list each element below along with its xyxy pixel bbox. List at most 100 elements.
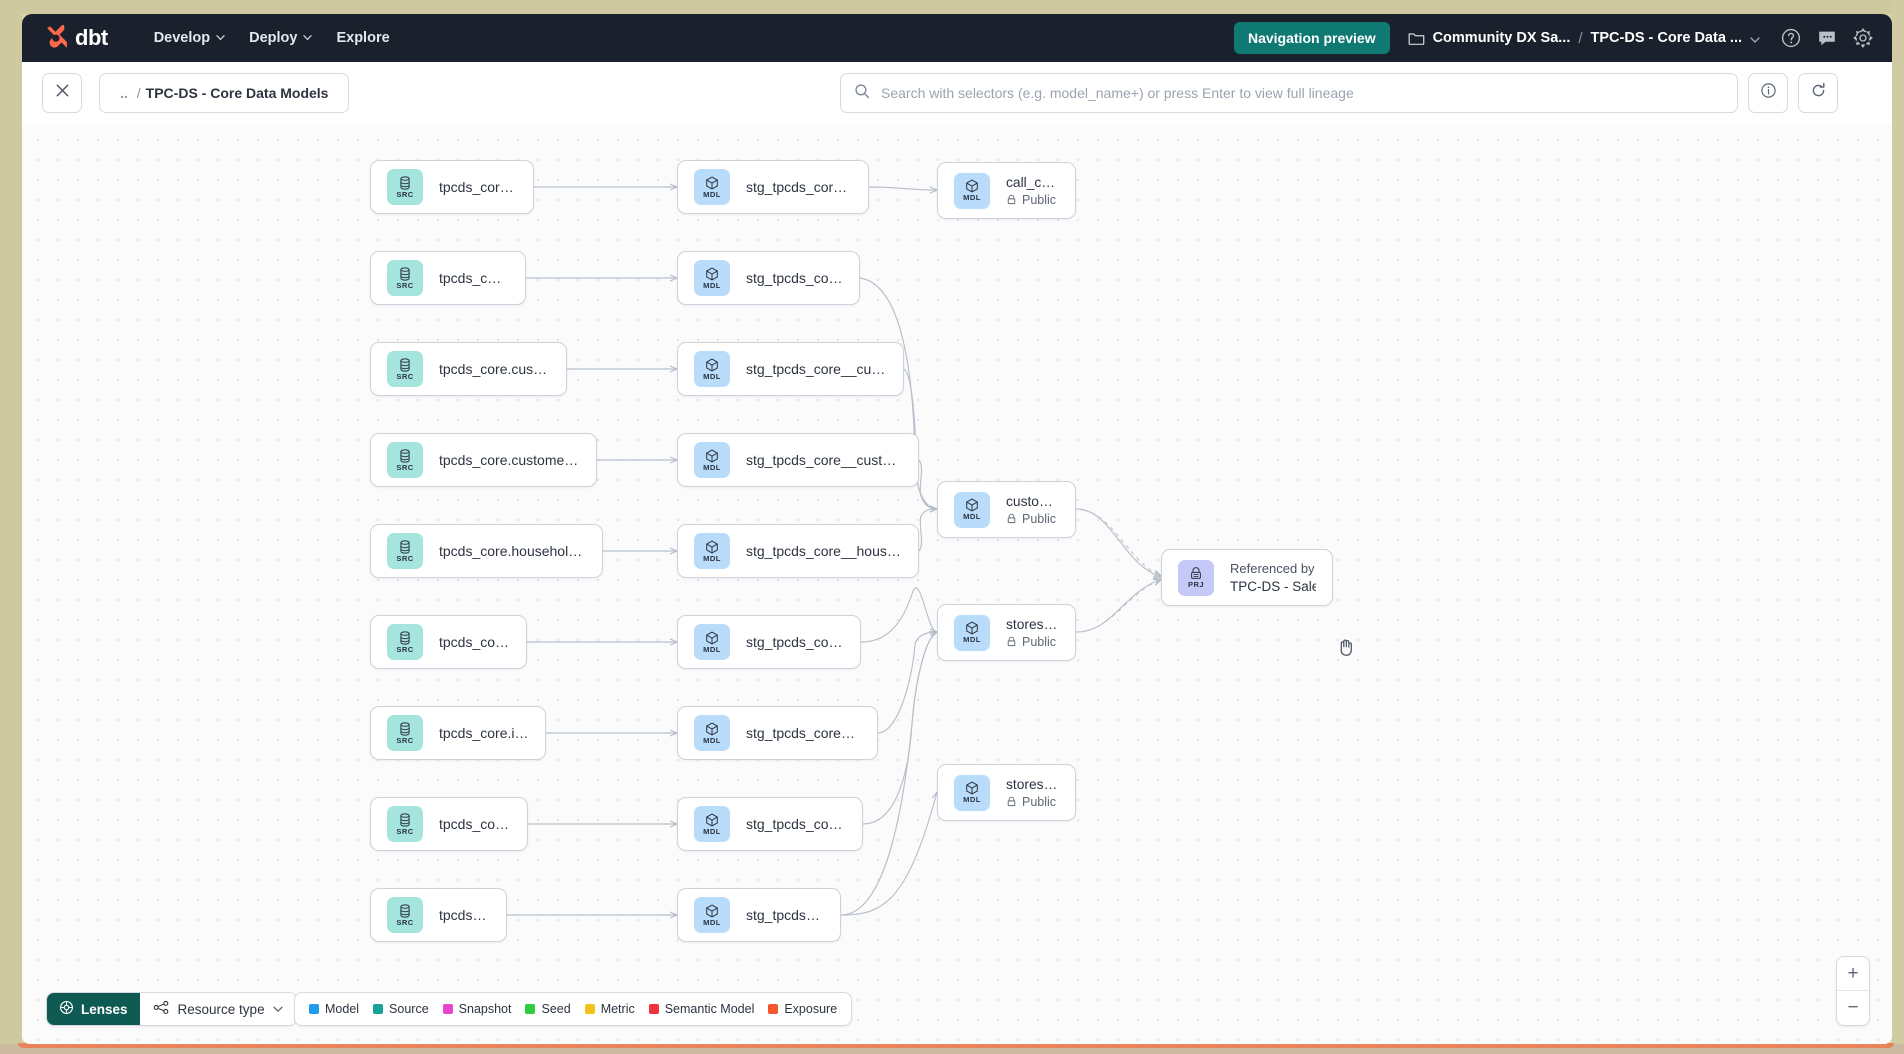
node-label: stores.v2 xyxy=(1006,776,1059,792)
legend-item-exposure[interactable]: Exposure xyxy=(768,1002,837,1016)
lock-icon xyxy=(1007,194,1016,205)
search-input[interactable] xyxy=(881,85,1724,101)
graph-node-mdl-stg-household-demographics[interactable]: MDLstg_tpcds_core__household_demogr… xyxy=(677,524,919,578)
node-label: Referenced by xyxy=(1230,561,1315,576)
node-label: stg_tpcds_core__customer_demogra… xyxy=(746,452,902,468)
node-text: tpcds_core.income_band xyxy=(439,725,529,741)
help-circle-icon[interactable] xyxy=(1780,27,1802,49)
cube-icon xyxy=(706,540,718,554)
project-name[interactable]: TPC-DS - Core Data ... xyxy=(1590,30,1742,46)
lineage-canvas[interactable]: SRCtpcds_core.call_centerSRCtpcds_core.c… xyxy=(22,124,1892,1044)
node-access-label: Public xyxy=(1022,794,1057,809)
breadcrumb-slash: / xyxy=(136,84,141,101)
node-access-badge: Public xyxy=(1006,512,1059,526)
nav-item-deploy[interactable]: Deploy xyxy=(237,23,324,53)
node-label: stg_tpcds_core__call_center xyxy=(746,179,852,195)
graph-node-mdl-customers[interactable]: MDLcustomersPublic xyxy=(937,481,1076,538)
node-type-badge-mdl: MDL xyxy=(694,260,730,296)
cube-icon xyxy=(706,631,718,645)
graph-node-src-customer-address[interactable]: SRC tpcds_core.customer_address xyxy=(370,342,567,396)
navigation-preview-button[interactable]: Navigation preview xyxy=(1233,22,1390,54)
lock-icon xyxy=(1007,796,1016,807)
database-icon xyxy=(400,267,410,281)
breadcrumb-chip[interactable]: .. / TPC-DS - Core Data Models xyxy=(99,72,350,113)
node-text: tpcds_core.call_center xyxy=(439,179,517,195)
zoom-out-button[interactable]: − xyxy=(1847,997,1859,1018)
lineage-edge-dashed xyxy=(1075,580,1161,633)
resource-type-icon xyxy=(153,1000,170,1018)
cube-icon xyxy=(706,813,718,827)
nav-item-develop[interactable]: Develop xyxy=(142,23,237,53)
legend-label: Seed xyxy=(541,1002,571,1016)
breadcrumb-current-label: TPC-DS - Core Data Models xyxy=(145,84,329,101)
node-label: tpcds_core.customer_address xyxy=(439,361,550,377)
search-box[interactable] xyxy=(840,73,1738,113)
close-button[interactable] xyxy=(42,72,82,113)
node-text: stg_tpcds_core__call_center xyxy=(746,179,852,195)
gear-icon[interactable] xyxy=(1852,27,1874,49)
node-type-badge-mdl: MDL xyxy=(954,774,990,811)
node-label: call_centers xyxy=(1006,174,1059,190)
close-icon xyxy=(54,82,71,104)
lineage-edge xyxy=(840,632,937,916)
graph-node-mdl-stg-customer-demographics[interactable]: MDLstg_tpcds_core__customer_demogra… xyxy=(677,433,919,487)
node-type-badge-mdl: MDL xyxy=(694,533,730,569)
node-text: tpcds_core.customer_address xyxy=(439,361,550,377)
node-text: stg_tpcds_core__inventory xyxy=(746,816,846,832)
cube-icon xyxy=(706,267,718,281)
node-label: tpcds_core.customer_demographics xyxy=(439,452,580,468)
node-type-badge-mdl: MDL xyxy=(694,351,730,387)
legend-item-snapshot[interactable]: Snapshot xyxy=(442,1002,511,1016)
legend-item-semantic-model[interactable]: Semantic Model xyxy=(648,1002,754,1016)
resource-type-dropdown[interactable]: Resource type xyxy=(139,993,296,1025)
node-text: tpcds_core.customer xyxy=(439,270,509,286)
zoom-in-button[interactable]: + xyxy=(1837,957,1869,991)
refresh-button[interactable] xyxy=(1798,73,1838,113)
lenses-control-group: Lenses Resource type xyxy=(46,992,297,1026)
nav-item-explore[interactable]: Explore xyxy=(324,23,401,53)
zoom-controls: + − xyxy=(1836,956,1870,1026)
legend-swatch xyxy=(373,1004,384,1014)
legend-swatch xyxy=(584,1004,595,1014)
node-type-badge-src: SRC xyxy=(387,897,423,933)
desktop-edge-top xyxy=(0,0,1904,14)
lenses-button[interactable]: Lenses xyxy=(47,993,140,1025)
cube-icon xyxy=(706,176,718,190)
desktop-edge-bottom xyxy=(0,1044,1904,1054)
chevron-down-icon[interactable] xyxy=(1750,33,1760,43)
legend-item-seed[interactable]: Seed xyxy=(525,1002,571,1016)
legend-item-metric[interactable]: Metric xyxy=(584,1002,635,1016)
lineage-edge xyxy=(918,509,937,552)
dbt-logo[interactable]: dbt xyxy=(44,25,108,51)
search-info-button[interactable] xyxy=(1748,73,1788,113)
node-type-badge-src: SRC xyxy=(387,351,423,387)
account-name[interactable]: Community DX Sa... xyxy=(1432,30,1571,46)
legend-item-model[interactable]: Model xyxy=(309,1002,359,1016)
node-type-label: SRC xyxy=(396,553,414,563)
legend-item-source[interactable]: Source xyxy=(373,1002,429,1016)
feedback-icon[interactable] xyxy=(1816,27,1838,49)
node-label: stg_tpcds_core__income_band xyxy=(746,725,861,741)
nav-deploy-label: Deploy xyxy=(249,30,298,46)
